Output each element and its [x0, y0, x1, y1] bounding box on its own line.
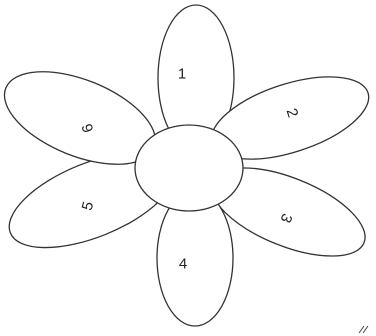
petal-1-number: 1	[178, 66, 186, 83]
corner-mark	[359, 326, 368, 333]
flower-center	[135, 125, 243, 211]
petal-4-number: 4	[179, 256, 187, 273]
